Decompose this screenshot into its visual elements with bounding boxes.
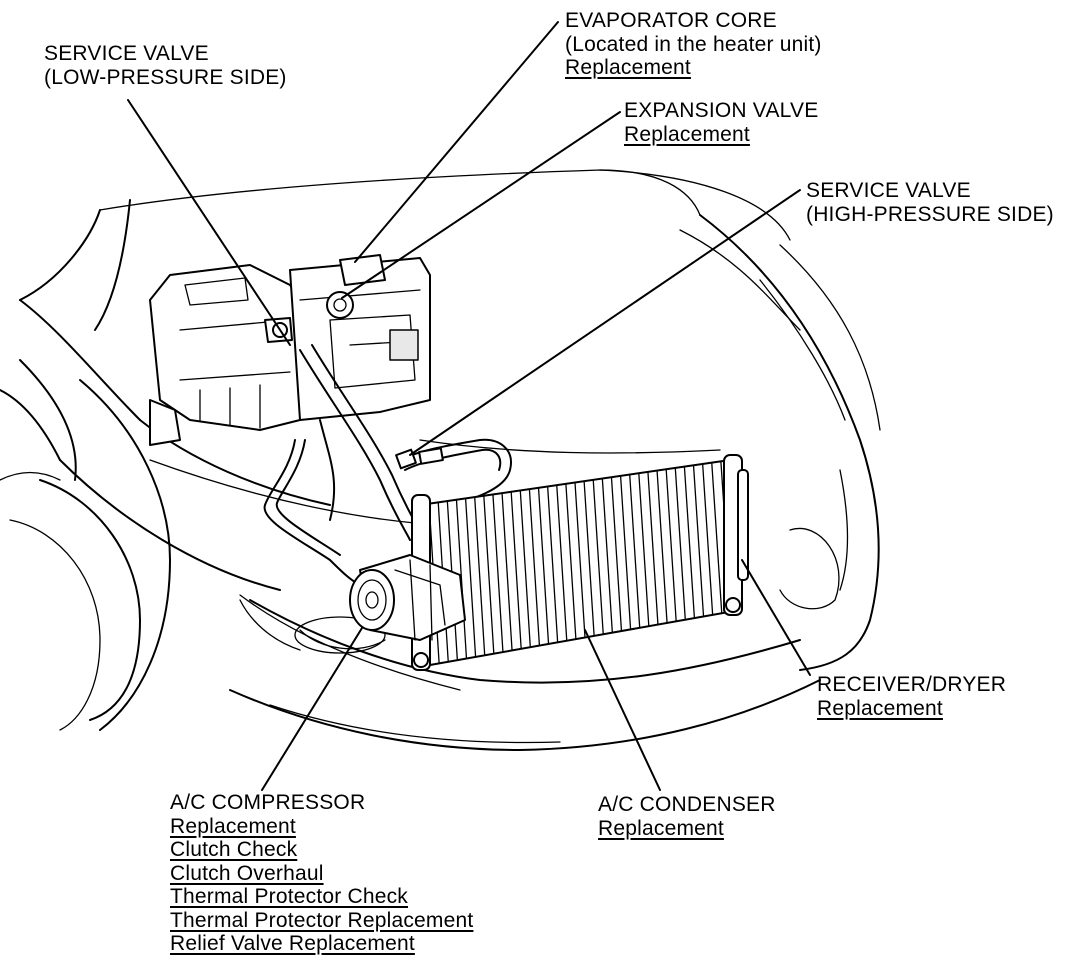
- condenser-fin: [674, 467, 686, 621]
- condenser-fin: [583, 480, 595, 637]
- condenser-fin: [665, 468, 677, 622]
- receiver-dryer-replacement-link[interactable]: Replacement: [817, 696, 943, 720]
- leader-receiver-dryer: [741, 559, 811, 676]
- car-body-outline: [0, 169, 881, 751]
- label-service-valve-high: SERVICE VALVE (HIGH-PRESSURE SIDE): [806, 179, 1054, 226]
- leader-evaporator-core: [354, 21, 559, 263]
- ac-compressor-thermal-protector-replacement-link[interactable]: Thermal Protector Replacement: [170, 908, 474, 932]
- condenser-fin: [565, 483, 577, 640]
- condenser-fin: [501, 492, 513, 652]
- condenser-fin: [592, 479, 604, 635]
- condenser-fin: [647, 471, 659, 626]
- service-valve-low-line2: (LOW-PRESSURE SIDE): [44, 65, 287, 89]
- condenser-fin: [510, 491, 522, 650]
- ac-condenser-title: A/C CONDENSER: [598, 793, 776, 816]
- label-ac-compressor: A/C COMPRESSOR Replacement Clutch Check …: [170, 791, 473, 956]
- condenser-fin: [656, 469, 668, 624]
- condenser-fin: [574, 481, 586, 639]
- condenser-fin: [546, 485, 559, 644]
- expansion-valve-replacement-link[interactable]: Replacement: [624, 122, 750, 146]
- ac-compressor: [349, 554, 466, 641]
- condenser-fin: [701, 463, 714, 616]
- condenser-fin: [601, 477, 614, 634]
- service-valve-high-line1: SERVICE VALVE: [806, 179, 971, 202]
- condenser-fin: [692, 464, 705, 618]
- leader-service-valve-low: [127, 99, 291, 346]
- ac-compressor-replacement-link[interactable]: Replacement: [170, 814, 296, 838]
- condenser-fin: [610, 476, 623, 632]
- label-expansion-valve: EXPANSION VALVE Replacement: [624, 99, 818, 146]
- condenser-fin: [638, 472, 650, 627]
- condenser-fin: [483, 495, 495, 655]
- leader-expansion-valve: [341, 111, 621, 299]
- ac-compressor-title: A/C COMPRESSOR: [170, 791, 366, 814]
- ac-compressor-relief-valve-replacement-link[interactable]: Relief Valve Replacement: [170, 932, 415, 955]
- service-valve-low-line1: SERVICE VALVE: [44, 42, 209, 65]
- condenser-fin: [556, 484, 568, 642]
- label-evaporator-core: EVAPORATOR CORE (Located in the heater u…: [565, 9, 822, 80]
- evaporator-core-title: EVAPORATOR CORE: [565, 9, 777, 32]
- condenser-fin: [537, 487, 550, 645]
- condenser-fin: [629, 473, 641, 629]
- label-service-valve-low: SERVICE VALVE (LOW-PRESSURE SIDE): [44, 42, 287, 89]
- ac-condenser-replacement-link[interactable]: Replacement: [598, 816, 724, 840]
- condenser-fin: [528, 488, 541, 647]
- ac-compressor-clutch-overhaul-link[interactable]: Clutch Overhaul: [170, 861, 324, 885]
- leader-service-valve-high: [409, 189, 801, 456]
- leader-ac-condenser: [584, 629, 661, 791]
- condenser-fin: [492, 493, 504, 653]
- leader-ac-compressor: [261, 627, 363, 791]
- condenser-fin: [683, 465, 696, 619]
- ac-compressor-clutch-check-link[interactable]: Clutch Check: [170, 838, 298, 861]
- receiver-dryer-title: RECEIVER/DRYER: [817, 673, 1007, 696]
- ac-condenser: [411, 454, 749, 671]
- service-valve-high-line2: (HIGH-PRESSURE SIDE): [806, 202, 1054, 226]
- evaporator-core-note: (Located in the heater unit): [565, 32, 822, 56]
- ac-compressor-thermal-protector-check-link[interactable]: Thermal Protector Check: [170, 885, 409, 908]
- condenser-fin: [474, 496, 486, 656]
- label-receiver-dryer: RECEIVER/DRYER Replacement: [817, 673, 1006, 720]
- condenser-fin: [464, 497, 477, 658]
- expansion-valve-title: EXPANSION VALVE: [624, 99, 819, 122]
- condenser-fin: [455, 499, 468, 660]
- label-ac-condenser: A/C CONDENSER Replacement: [598, 793, 776, 840]
- heater-unit: [149, 254, 431, 446]
- leader-lines: [127, 21, 811, 791]
- condenser-fin: [619, 475, 632, 631]
- evaporator-core-replacement-link[interactable]: Replacement: [565, 56, 691, 79]
- condenser-fin: [711, 461, 723, 614]
- condenser-fin: [519, 489, 531, 648]
